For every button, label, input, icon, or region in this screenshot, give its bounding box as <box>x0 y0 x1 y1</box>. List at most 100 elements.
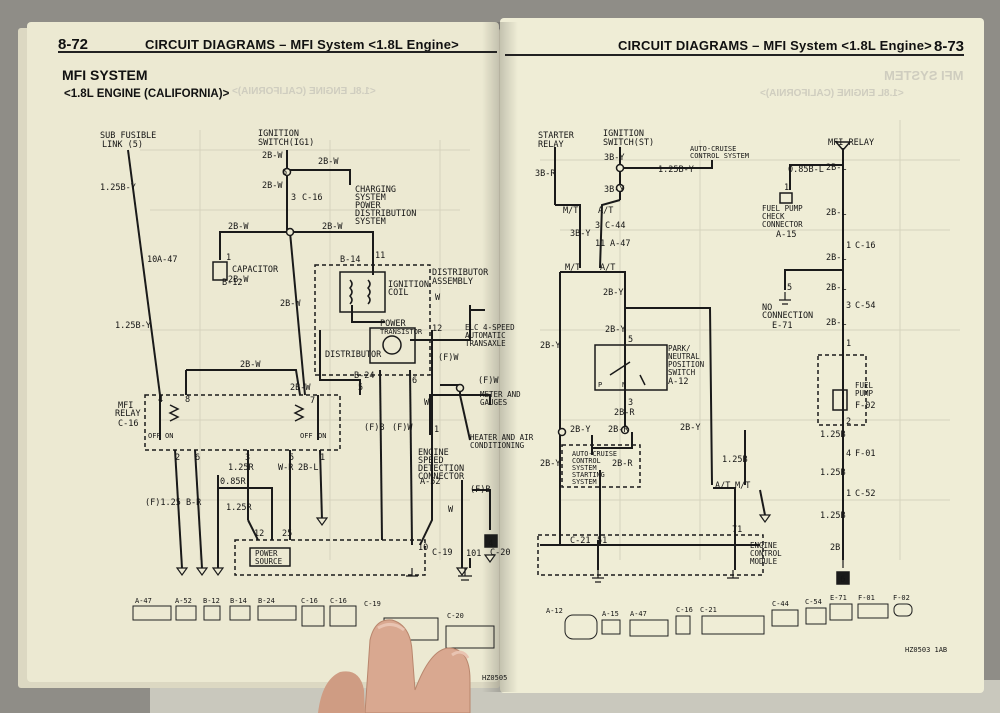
wire-code: 2B-Y <box>540 341 560 351</box>
ignition-switch-label: IGNITION <box>258 129 299 139</box>
capacitor-symbol <box>212 261 228 281</box>
wire-code: M/T <box>735 481 750 491</box>
switch-position: N <box>622 381 626 389</box>
connector-strip-label: C-21 <box>700 606 717 614</box>
power-transistor-box <box>369 327 416 364</box>
connector-tag: A-47 <box>157 255 177 265</box>
power-source-label: POWER <box>255 549 278 558</box>
connector-strip-label: C-16 <box>301 597 318 605</box>
connector-tag: A-52 <box>420 477 440 487</box>
wire-code: A/T <box>600 263 615 273</box>
connector-tag: A-12 <box>668 377 688 387</box>
connector-strip-label: A-15 <box>602 610 619 618</box>
connector-tag: C-19 <box>432 548 452 558</box>
no-connection-label: NO <box>762 303 772 313</box>
connector-tag: B-24 <box>354 371 374 381</box>
no-connection-label-2: CONNECTION <box>762 311 813 321</box>
ignition-switch-st-label-2: SWITCH(ST) <box>603 138 654 148</box>
charging-label-2: SYSTEM <box>355 193 386 203</box>
auto-cruise-starting-box <box>561 444 641 488</box>
connector-tag: C-52 <box>855 489 875 499</box>
park-neutral-switch-box <box>594 344 668 391</box>
auto-cruise-starting-label-2: CONTROL <box>572 457 601 465</box>
connector-tag: C-54 <box>855 301 875 311</box>
pin-number: 3 <box>846 301 851 311</box>
fuel-pump-label-2: PUMP <box>855 389 874 398</box>
wire-code: 2B-R <box>612 459 633 469</box>
pin-number: 1 <box>784 183 789 193</box>
on-label-2: ON <box>318 432 326 440</box>
connector-strip-label: B-24 <box>258 597 275 605</box>
connector-strip-label: B-14 <box>230 597 247 605</box>
connector-strip-label: C-16 <box>676 606 693 614</box>
pin-number: 6 <box>412 376 417 386</box>
right-ground-symbols <box>592 292 844 583</box>
wire-code: W <box>435 293 441 303</box>
left-ground-symbols <box>175 517 497 581</box>
connector-tag: E-71 <box>772 321 792 331</box>
auto-cruise-starting-label-4: STARTING <box>572 471 605 479</box>
charging-label-5: SYSTEM <box>355 217 386 227</box>
transistor-symbol <box>382 335 402 355</box>
wire-code: 1.25B-Y <box>115 321 151 331</box>
wire-code: M/T <box>563 206 578 216</box>
on-label: ON <box>165 432 173 440</box>
pin-number: 5 <box>628 335 633 345</box>
right-wiring <box>540 147 844 570</box>
heater-label: HEATER AND AIR <box>470 433 534 442</box>
left-connector-strip: A-47 A-52 B-12 B-14 B-24 C-16 C-16 C-19 … <box>132 597 495 649</box>
pin-number: 6 <box>195 453 200 463</box>
fingernail <box>451 650 470 659</box>
connector-strip-label: A-12 <box>546 607 563 615</box>
connector-tag: C-16 <box>118 419 138 429</box>
connector-tag: B-12 <box>222 278 242 288</box>
pin-number: 101 <box>466 549 481 559</box>
power-source-label-2: SOURCE <box>255 557 283 566</box>
wire-code: 3B-Y <box>604 153 624 163</box>
wire-code: 2B-L <box>826 283 846 293</box>
wire-code: 2B-W <box>290 383 311 393</box>
wire-code: 2B-Y <box>540 459 560 469</box>
pin-number: 3 <box>595 221 600 231</box>
wire-code: 2B-W <box>228 222 249 232</box>
fuel-pump-box <box>817 354 867 426</box>
diagram-title: MFI SYSTEM <box>62 67 148 83</box>
wire-code: 3B-Y <box>570 229 590 239</box>
wire-code: 2B-W <box>240 360 261 370</box>
wire-code: 2B-W <box>262 181 283 191</box>
splice-node <box>282 167 292 177</box>
wire-code: 2B-Y <box>570 425 590 435</box>
connector-tag: F-01 <box>855 449 875 459</box>
starter-relay-label: STARTER <box>538 131 575 141</box>
splice-node <box>455 383 465 393</box>
fingernail <box>377 623 405 632</box>
fuel-pump-check-box <box>779 192 793 204</box>
ground-mark-4 <box>484 534 498 548</box>
connector-tag: B-14 <box>340 255 360 265</box>
connector-strip-label: B-12 <box>203 597 220 605</box>
splice-node <box>615 183 625 193</box>
meter-label-2: GAUGES <box>480 398 508 407</box>
distributor-assembly-label: DISTRIBUTOR <box>432 268 489 278</box>
connector-strip-label: C-54 <box>805 598 822 606</box>
wire-code: 1.25B <box>820 468 846 478</box>
connector-tag: C-16 <box>855 241 875 251</box>
distributor-label: DISTRIBUTOR <box>325 350 382 360</box>
pin-number: 6 <box>282 168 287 178</box>
wire-code: 3B-Y <box>604 185 624 195</box>
gutter-shadow <box>482 22 518 692</box>
switch-position: P <box>598 381 602 389</box>
wire-code: 0.85R <box>220 477 246 487</box>
wire-code: (F)W <box>478 376 499 386</box>
wire-code: 3B-R <box>535 169 556 179</box>
ignition-switch-st-label: IGNITION <box>603 129 644 139</box>
auto-cruise-starting-label-5: SYSTEM <box>572 478 597 486</box>
wire-code: 1.25B <box>820 511 846 521</box>
wire-code: 0.85B-L <box>788 165 824 175</box>
right-text: STARTER RELAY IGNITION SWITCH(ST) AUTO-C… <box>535 129 875 585</box>
splice-node <box>557 427 567 437</box>
connector-strip-label: F-02 <box>893 594 910 602</box>
engine-speed-label: ENGINE <box>418 448 449 458</box>
engine-speed-label-3: DETECTION <box>418 464 464 474</box>
pin-number: 71 <box>732 525 742 535</box>
